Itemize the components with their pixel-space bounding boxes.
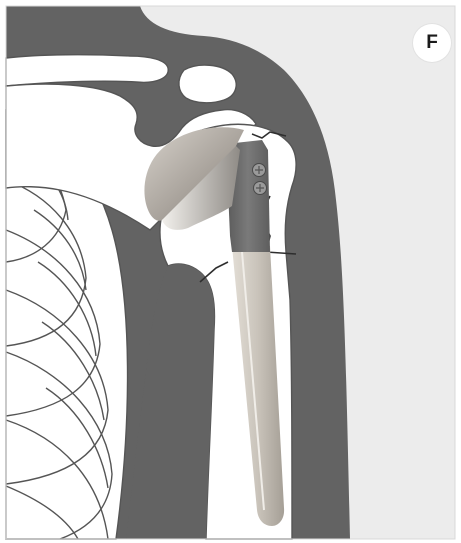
- clavicle: [6, 55, 168, 86]
- panel-label-badge: F: [413, 24, 451, 62]
- panel-label: F: [426, 32, 438, 54]
- acromion: [179, 65, 236, 103]
